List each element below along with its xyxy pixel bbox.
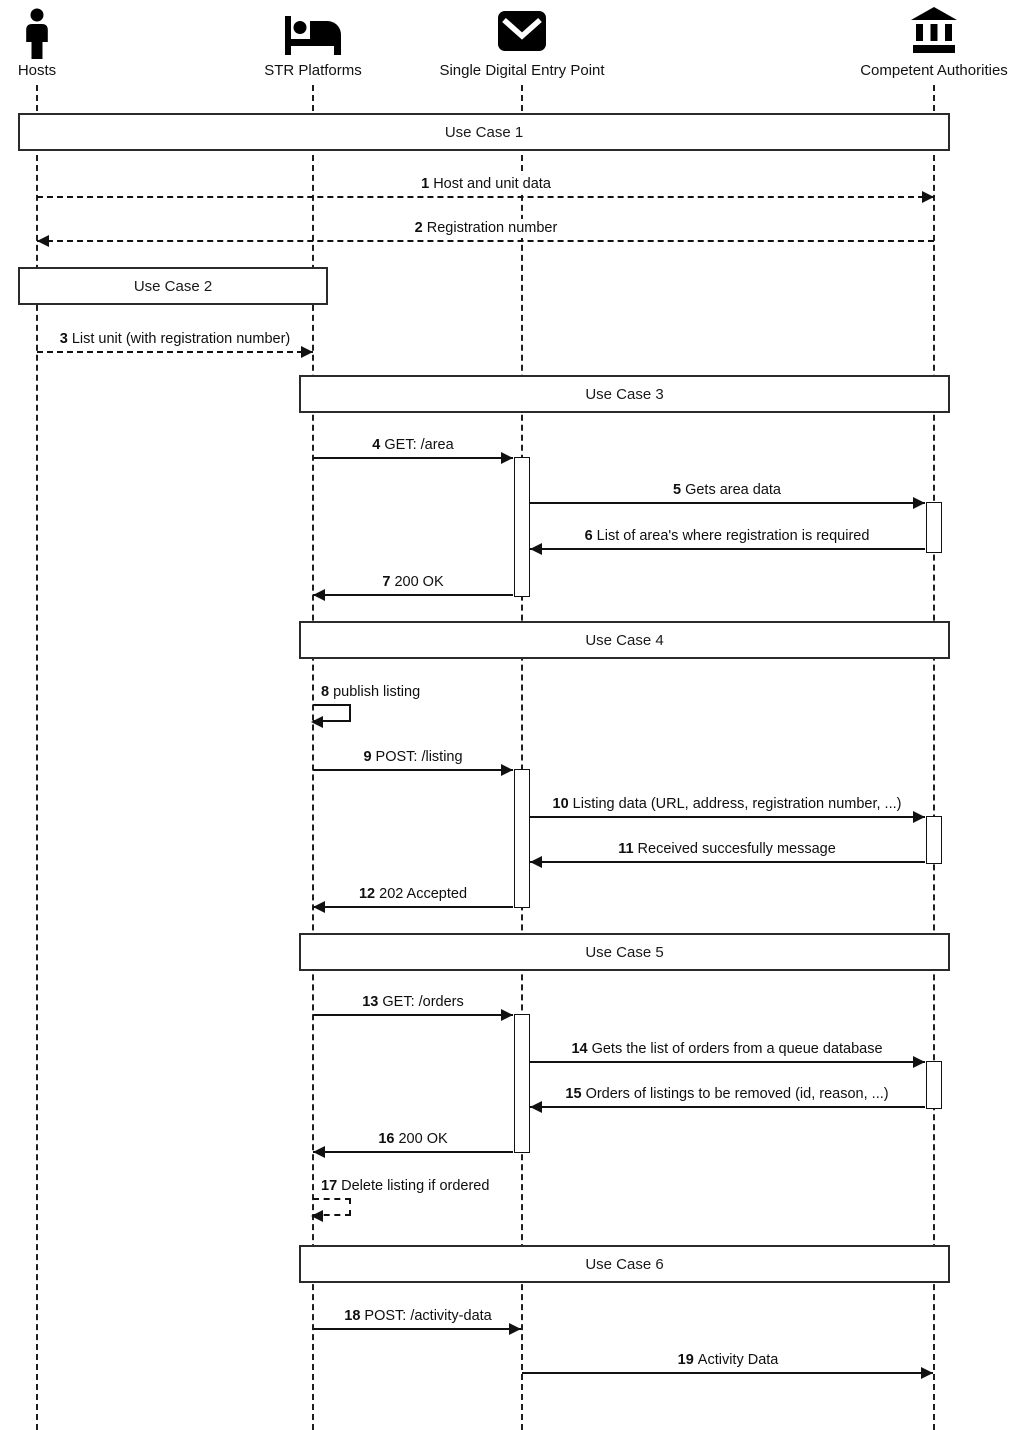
use-case-label: Use Case 2 [133,277,213,295]
message-arrow-9 [313,764,513,776]
message-arrow-14 [530,1056,925,1068]
message-arrow-5 [530,497,925,509]
lifeline-str-platforms [312,85,314,1430]
message-arrow-11 [530,856,925,868]
use-case-label: Use Case 3 [585,385,664,403]
lifeline-single-digital-entry-point [521,85,523,1430]
actor-label-hosts: Hosts [17,62,57,79]
lifeline-hosts [36,85,38,1430]
use-case-box-2: Use Case 2 [18,267,328,305]
message-arrow-8 [311,704,351,728]
use-case-box-6: Use Case 6 [299,1245,950,1283]
person-icon [19,8,55,60]
activation-bar-sdep-1 [514,457,530,597]
message-arrow-16 [313,1146,513,1158]
actor-label-single-digital-entry-point: Single Digital Entry Point [439,62,605,79]
use-case-label: Use Case 5 [585,943,664,961]
use-case-box-5: Use Case 5 [299,933,950,971]
use-case-box-4: Use Case 4 [299,621,950,659]
message-arrow-12 [313,901,513,913]
bed-icon [285,15,341,55]
message-arrow-10 [530,811,925,823]
activation-bar-authorities-2 [926,816,942,864]
message-arrow-1 [37,191,934,203]
lifeline-competent-authorities [933,85,935,1430]
use-case-label: Use Case 4 [585,631,664,649]
activation-bar-sdep-3 [514,1014,530,1153]
message-arrow-19 [522,1367,933,1379]
message-arrow-13 [313,1009,513,1021]
activation-bar-authorities-1 [926,502,942,553]
message-arrow-15 [530,1101,925,1113]
message-arrow-18 [313,1323,521,1335]
message-arrow-17 [311,1198,351,1222]
message-arrow-7 [313,589,513,601]
envelope-icon [498,9,546,53]
message-arrow-3 [37,346,313,358]
actor-label-competent-authorities: Competent Authorities [860,62,1008,79]
message-arrow-6 [530,543,925,555]
actor-label-str-platforms: STR Platforms [264,62,362,79]
use-case-box-1: Use Case 1 [18,113,950,151]
use-case-label: Use Case 1 [444,123,524,141]
activation-bar-authorities-3 [926,1061,942,1109]
bank-icon [909,6,959,56]
use-case-label: Use Case 6 [585,1255,664,1273]
use-case-box-3: Use Case 3 [299,375,950,413]
message-arrow-4 [313,452,513,464]
activation-bar-sdep-2 [514,769,530,908]
message-arrow-2 [37,235,934,247]
